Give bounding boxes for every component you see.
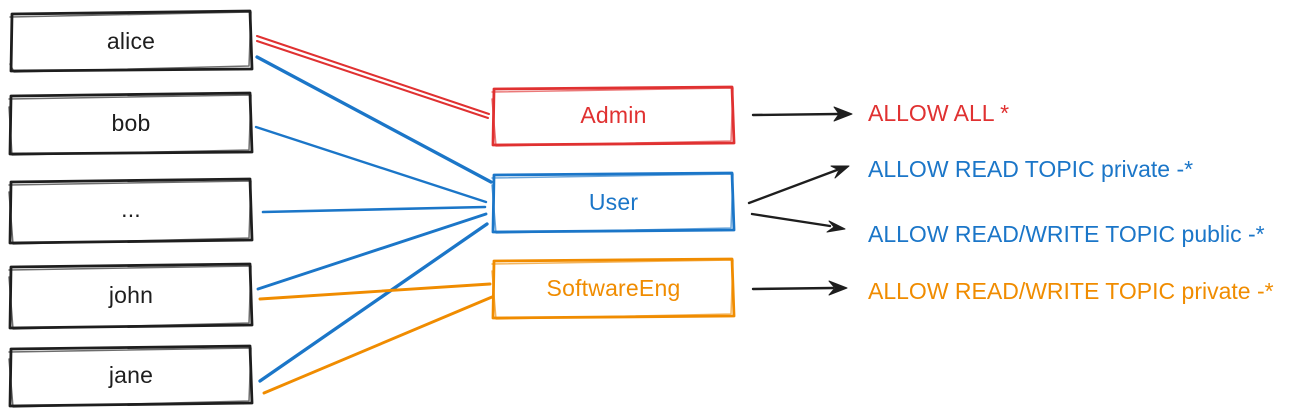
edge-john-user	[256, 212, 488, 291]
edge-john-softwareeng	[258, 282, 492, 301]
user-label-john: john	[108, 281, 154, 308]
edge-bob-user	[254, 125, 488, 204]
edge-ellipsis-user	[261, 205, 487, 214]
role-box-admin	[491, 85, 736, 147]
user-box-john	[8, 262, 254, 330]
user-box-bob	[8, 91, 254, 156]
user-label-jane: jane	[108, 361, 154, 388]
role-label-admin: Admin	[580, 102, 647, 128]
role-box-softwareeng	[491, 257, 736, 320]
edge-jane-user	[258, 222, 489, 383]
permission-allow-all: ALLOW ALL *	[868, 100, 1010, 126]
edge-jane-softwareeng	[262, 295, 494, 395]
permission-readwrite-topic-public: ALLOW READ/WRITE TOPIC public -*	[868, 221, 1265, 247]
user-box-ellipsis	[8, 177, 254, 245]
edge-alice-admin	[256, 35, 490, 119]
arrow-user-read-private	[747, 165, 850, 205]
role-box-user	[491, 171, 736, 234]
permission-read-topic-private: ALLOW READ TOPIC private -*	[868, 156, 1194, 182]
role-label-softwareeng: SoftwareEng	[546, 274, 681, 301]
permission-readwrite-topic-private: ALLOW READ/WRITE TOPIC private -*	[868, 278, 1274, 304]
edge-alice-user	[255, 55, 493, 184]
user-label-bob: bob	[111, 110, 151, 136]
user-box-jane	[8, 344, 254, 408]
arrow-softwareeng-readwrite-private	[751, 280, 848, 296]
role-label-user: User	[588, 188, 639, 215]
arrow-user-readwrite-public	[750, 212, 846, 233]
arrow-admin-allow-all	[751, 106, 853, 122]
user-label-alice: alice	[106, 27, 156, 54]
user-box-alice	[9, 9, 254, 73]
user-label-ellipsis: ...	[121, 195, 141, 222]
